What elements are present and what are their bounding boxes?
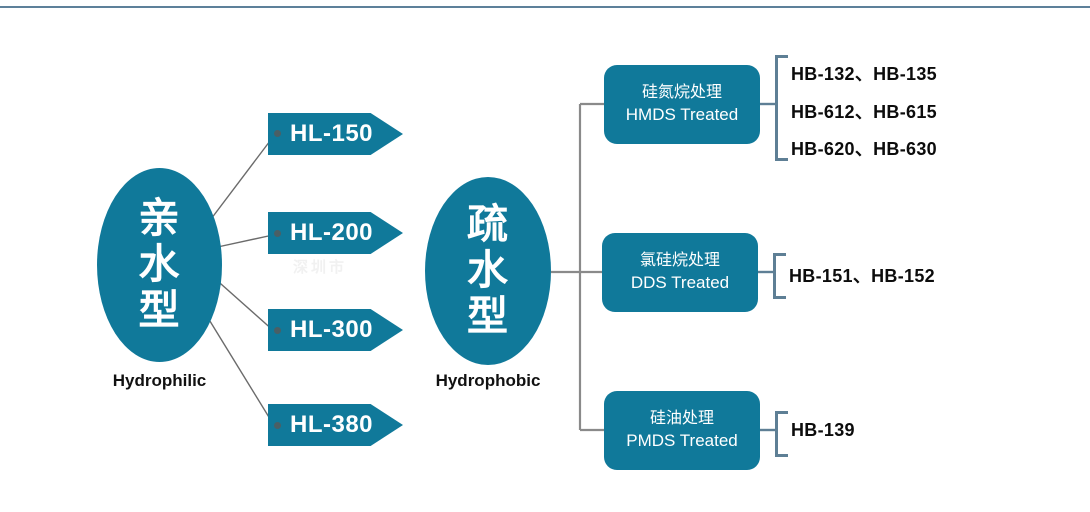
treatment-box-dds-label-en: DDS Treated	[630, 272, 730, 292]
product-code-hmds-3: HB-620、HB-630	[791, 139, 937, 159]
product-arrow-hl-300-label: HL-300	[290, 316, 374, 343]
arrow-nub-hl-150	[274, 130, 281, 137]
treatment-box-hmds-label-en: HMDS Treated	[625, 104, 739, 124]
node-hydrophilic-label-cn: 亲水型	[138, 195, 181, 333]
treatment-box-dds[interactable]: 氯硅烷处理 DDS Treated	[602, 233, 758, 312]
node-hydrophobic-label-cn: 疏水型	[467, 201, 509, 339]
arrow-nub-hl-200	[274, 230, 281, 237]
treatment-box-hmds-label-cn: 硅氮烷处理	[641, 84, 722, 102]
product-arrow-hl-380[interactable]: HL-380	[268, 404, 403, 446]
treatment-box-pmds-label-cn: 硅油处理	[649, 410, 714, 428]
node-hydrophilic[interactable]: 亲水型	[97, 168, 222, 362]
product-arrow-hl-150-label: HL-150	[290, 120, 374, 147]
arrow-nub-hl-300	[274, 327, 281, 334]
product-arrow-hl-200-label: HL-200	[290, 219, 374, 246]
product-code-hmds-2: HB-612、HB-615	[791, 102, 937, 122]
arrow-nub-hl-380	[274, 422, 281, 429]
product-arrow-hl-300[interactable]: HL-300	[268, 309, 403, 351]
watermark-text: 深圳市	[293, 259, 348, 276]
node-hydrophobic-caption: Hydrophobic	[435, 371, 541, 390]
product-arrow-hl-380-label: HL-380	[290, 411, 374, 438]
bracket-pmds	[775, 411, 788, 457]
node-hydrophilic-caption: Hydrophilic	[112, 371, 207, 390]
treatment-box-pmds[interactable]: 硅油处理 PMDS Treated	[604, 391, 760, 470]
bracket-hmds	[775, 55, 788, 161]
product-code-pmds-1: HB-139	[791, 420, 855, 440]
treatment-box-dds-label-cn: 氯硅烷处理	[639, 252, 720, 270]
top-divider-rule	[0, 6, 1090, 8]
node-hydrophobic[interactable]: 疏水型	[425, 177, 551, 365]
treatment-box-hmds[interactable]: 硅氮烷处理 HMDS Treated	[604, 65, 760, 144]
bracket-dds	[773, 253, 786, 299]
product-arrow-hl-150[interactable]: HL-150	[268, 113, 403, 155]
treatment-box-pmds-label-en: PMDS Treated	[626, 430, 738, 450]
product-code-hmds-1: HB-132、HB-135	[791, 64, 937, 84]
product-arrow-hl-200[interactable]: HL-200	[268, 212, 403, 254]
product-code-dds-1: HB-151、HB-152	[789, 266, 935, 286]
